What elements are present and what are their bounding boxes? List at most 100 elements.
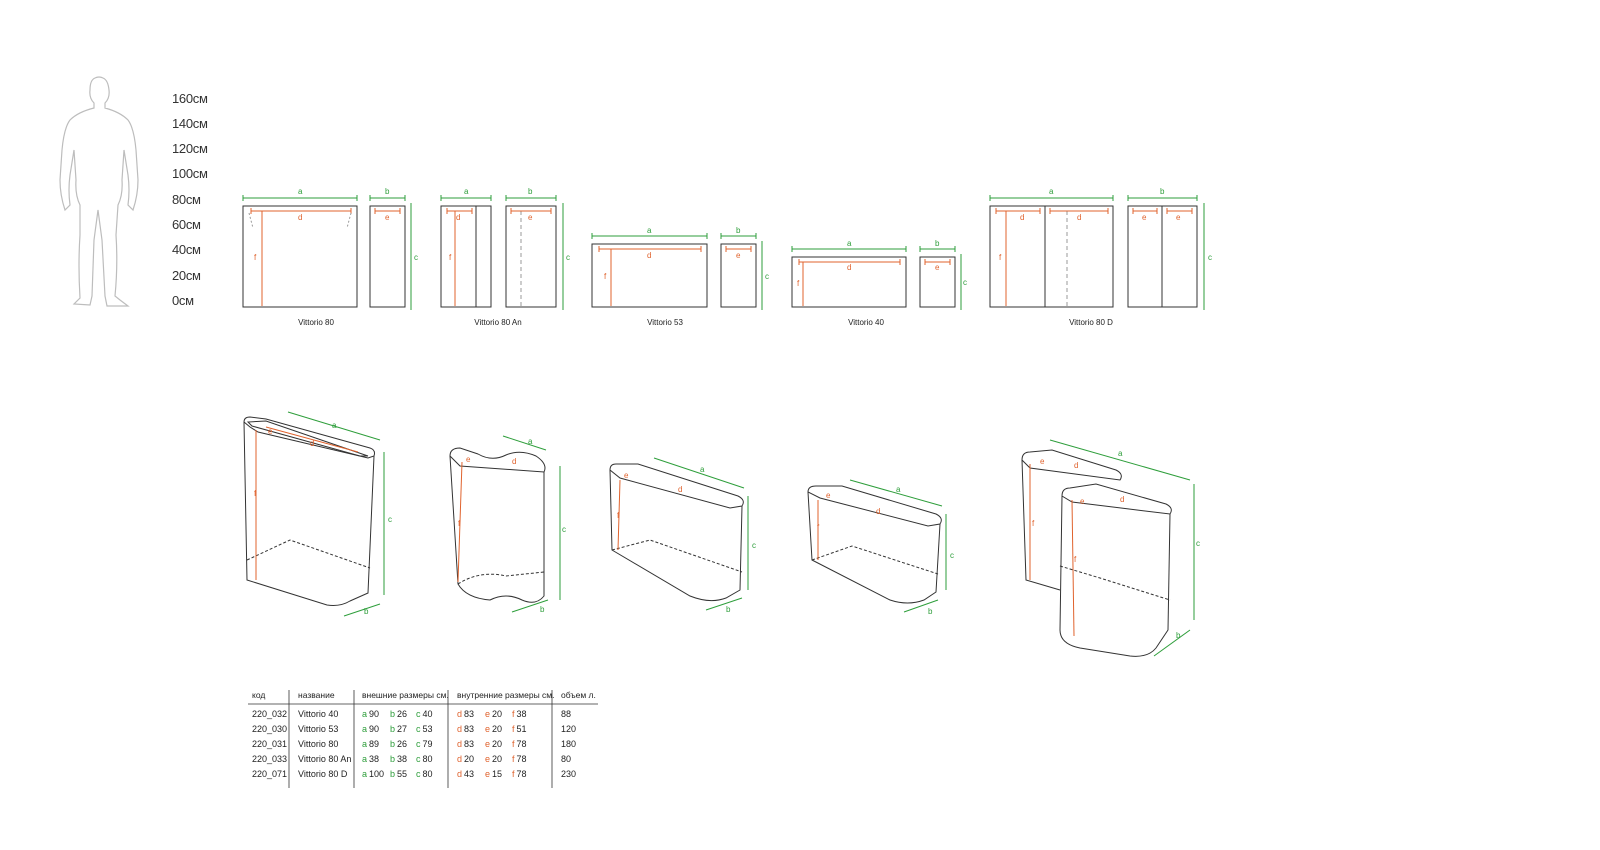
iso-dim-b: b: [364, 607, 369, 616]
iso-dim-c: c: [388, 515, 392, 524]
dim-letter-e: e: [485, 754, 491, 764]
dim-f: f: [449, 253, 452, 262]
iso-dim-a: a: [332, 421, 337, 430]
dim-letter-d: d: [457, 709, 463, 719]
iso-dim-b: b: [1176, 631, 1181, 640]
dim-e: e: [935, 263, 940, 272]
dim-value-a: 100: [369, 769, 385, 779]
header-inner: внутренние размеры см.: [457, 690, 555, 700]
dim-value-c: 80: [422, 754, 433, 764]
dim-letter-f: f: [512, 709, 515, 719]
cell-name: Vittorio 53: [298, 724, 339, 734]
dim-a: a: [1049, 187, 1054, 196]
dim-letter-d: d: [457, 769, 463, 779]
iso-dim-a: a: [528, 437, 533, 446]
cell-volume: 88: [561, 709, 572, 719]
iso-dim-c: c: [1196, 539, 1200, 548]
dim-letter-c: c: [416, 769, 421, 779]
iso-dim-e: e: [1080, 497, 1085, 506]
dim-value-d: 83: [464, 709, 475, 719]
dim-value-f: 51: [516, 724, 527, 734]
iso-dim-a: a: [1118, 449, 1123, 458]
iso-dim-f: f: [817, 523, 820, 532]
dim-c: c: [414, 253, 418, 262]
cell-code: 220_032: [252, 709, 288, 719]
dim-c: c: [566, 253, 570, 262]
dim-value-c: 53: [422, 724, 433, 734]
dim-value-d: 83: [464, 724, 475, 734]
dim-value-b: 27: [397, 724, 408, 734]
dim-value-a: 89: [369, 739, 380, 749]
dim-value-e: 20: [492, 754, 503, 764]
dim-d: d: [647, 251, 651, 260]
cell-code: 220_071: [252, 769, 288, 779]
dim-e: e: [385, 213, 390, 222]
dim-letter-c: c: [416, 754, 421, 764]
dim-letter-f: f: [512, 754, 515, 764]
table-lines: [248, 690, 598, 788]
iso-dim-c: c: [950, 551, 954, 560]
scale-100: 100см: [172, 166, 208, 181]
iso-dim-e: e: [624, 471, 629, 480]
dim-letter-c: c: [416, 709, 421, 719]
dim-value-b: 26: [397, 709, 408, 719]
scale-0: 0см: [172, 293, 194, 308]
iso-dim-f: f: [617, 511, 620, 520]
dim-value-b: 38: [397, 754, 408, 764]
dim-b: b: [935, 239, 940, 248]
dim-value-e: 20: [492, 739, 503, 749]
dim-value-d: 20: [464, 754, 475, 764]
dim-letter-e: e: [485, 709, 491, 719]
cell-code: 220_030: [252, 724, 288, 734]
dim-d: d: [847, 263, 851, 272]
iso-dim-c: c: [562, 525, 566, 534]
iso-dim-f: f: [458, 519, 461, 528]
scale-140: 140см: [172, 116, 208, 131]
dim-letter-b: b: [390, 724, 396, 734]
iso-vittorio-53: [609, 457, 749, 611]
dim-value-e: 15: [492, 769, 503, 779]
iso-dim-f: f: [1074, 555, 1077, 564]
dim-letter-b: b: [390, 769, 396, 779]
dim-f: f: [254, 253, 257, 262]
cell-code: 220_033: [252, 754, 288, 764]
scale-60: 60см: [172, 217, 201, 232]
cell-name: Vittorio 80 D: [298, 769, 348, 779]
cell-volume: 230: [561, 769, 577, 779]
isometric-drawings: a c b d e f a c b d e f a c b d e f a c …: [243, 411, 1200, 657]
dim-e: e: [1142, 213, 1147, 222]
dim-e: e: [1176, 213, 1181, 222]
dim-a: a: [647, 226, 652, 235]
dim-value-c: 40: [422, 709, 433, 719]
iso-dim-d: d: [1120, 495, 1124, 504]
iso-dim-c: c: [752, 541, 756, 550]
dim-letter-c: c: [416, 724, 421, 734]
dim-e: e: [528, 213, 533, 222]
dim-value-f: 78: [516, 739, 527, 749]
cell-code: 220_031: [252, 739, 288, 749]
dim-a: a: [847, 239, 852, 248]
model-label-vittorio-53: Vittorio 53: [647, 318, 683, 327]
dim-value-c: 80: [422, 769, 433, 779]
iso-dim-b: b: [726, 605, 731, 614]
dim-letter-b: b: [390, 754, 396, 764]
cell-volume: 80: [561, 754, 572, 764]
dim-d: d: [1077, 213, 1081, 222]
